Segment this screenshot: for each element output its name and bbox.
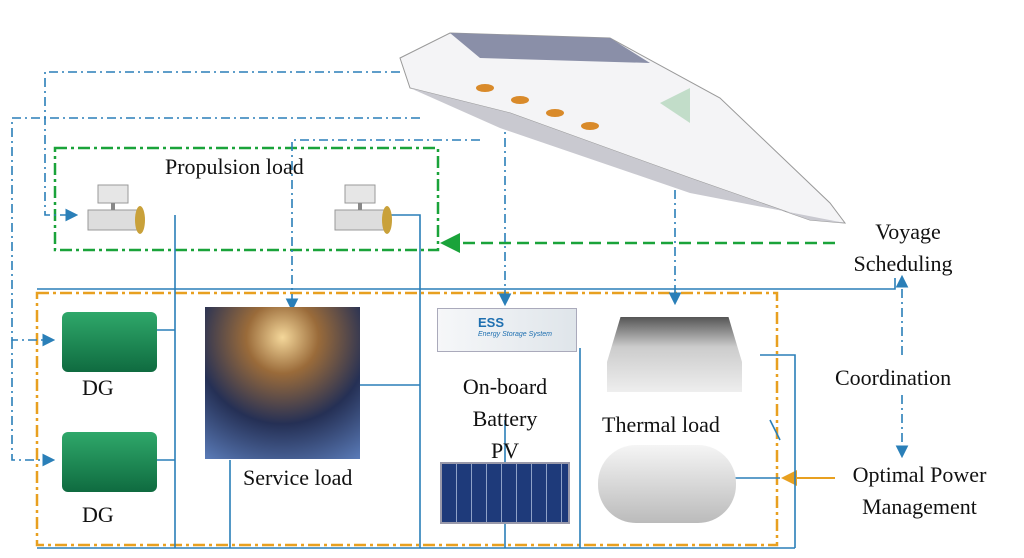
propulsion-box [53, 146, 440, 252]
on-board-label: On-board [462, 374, 548, 399]
dg-label-1: DG [82, 375, 114, 400]
coordination-label: Coordination [835, 365, 952, 390]
water-heater-image [598, 445, 736, 523]
diesel-generator-1-image [62, 312, 157, 372]
battery-label: Battery [472, 406, 538, 431]
ess-sublabel: Energy Storage System [478, 331, 552, 338]
voyage-label: Voyage [875, 219, 941, 244]
thermal-load-label: Thermal load [602, 412, 720, 437]
propeller-thruster-2 [334, 184, 392, 234]
power-system-box [35, 291, 779, 547]
pv-panel-image [440, 462, 570, 524]
ess-label: ESS [478, 315, 505, 330]
propulsion-load-label: Propulsion load [165, 154, 304, 179]
service-load-label: Service load [243, 465, 353, 490]
optimal-power-label: Optimal Power [852, 462, 987, 487]
service-load-image [205, 307, 360, 459]
cruise-ship-image [399, 32, 847, 224]
propeller-thruster-1 [87, 184, 145, 234]
diesel-generator-2-image [62, 432, 157, 492]
dg-label-2: DG [82, 502, 114, 527]
scheduling-label: Scheduling [853, 251, 953, 276]
management-label: Management [862, 494, 977, 519]
ess-container-image: ESS Energy Storage System [437, 308, 577, 352]
air-conditioner-image [607, 317, 742, 392]
pv-label: PV [490, 438, 520, 463]
